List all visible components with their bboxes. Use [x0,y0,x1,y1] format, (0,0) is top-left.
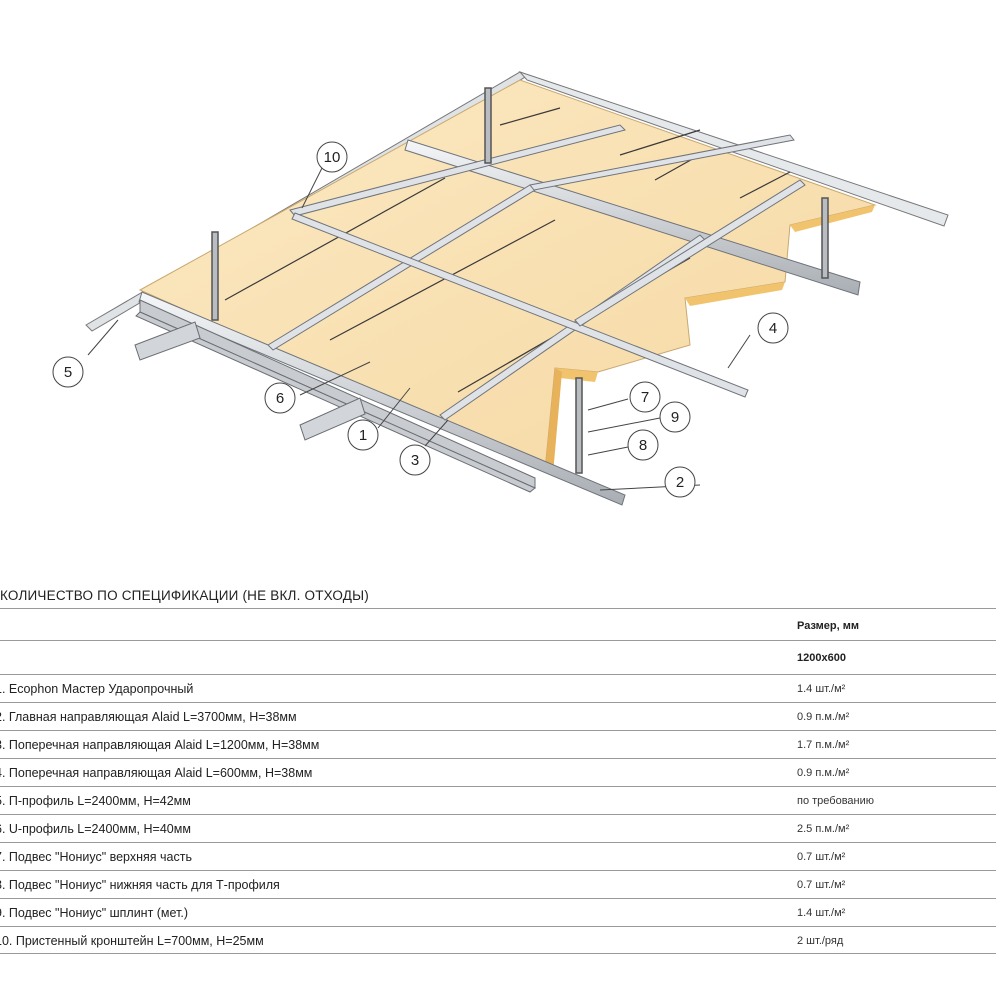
callout-5 [52,356,84,388]
item-name: 10. Пристенный кронштейн L=700мм, H=25мм [0,934,264,948]
item-quantity: 0.9 п.м./м² [797,767,850,779]
item-quantity: 1.7 п.м./м² [797,739,850,751]
item-quantity: 1.4 шт./м² [797,683,846,695]
callout-markers [52,141,789,498]
svg-text:1: 1 [359,427,367,444]
table-row: 8. Подвес "Нониус" нижняя часть для Т-пр… [0,870,996,898]
cross-tees [267,124,806,421]
svg-text:8: 8 [639,437,647,454]
item-name: 9. Подвес "Нониус" шплинт (мет.) [0,906,189,920]
table-row: 2. Главная направляющая Alaid L=3700мм, … [0,702,996,730]
main-runners [138,139,861,506]
table-row: 1. Ecophon Мастер Ударопрочный 1.4 шт./м² [0,674,996,702]
table-row: 3. Поперечная направляющая Alaid L=1200м… [0,730,996,758]
item-name: 6. U-профиль L=2400мм, H=40мм [0,822,191,836]
nonius-hangers [211,87,829,474]
svg-text:10: 10 [324,149,341,166]
table-row: 10. Пристенный кронштейн L=700мм, H=25мм… [0,926,996,954]
item-quantity: 0.9 п.м./м² [797,711,850,723]
item-name: 2. Главная направляющая Alaid L=3700мм, … [0,710,297,724]
table-row: 6. U-профиль L=2400мм, H=40мм 2.5 п.м./м² [0,814,996,842]
spec-header-row: Размер, мм [0,608,996,640]
item-name: 1. Ecophon Мастер Ударопрочный [0,682,194,696]
spec-size-row: 1200x600 [0,640,996,674]
p-profiles [134,321,366,441]
callout-7 [629,381,661,413]
svg-text:4: 4 [769,320,777,337]
ceiling-tiles [138,79,877,474]
item-quantity: 0.7 шт./м² [797,879,846,891]
svg-text:3: 3 [411,452,419,469]
callout-10 [316,141,348,173]
size-header: Размер, мм [797,620,859,632]
item-quantity: 1.4 шт./м² [797,907,846,919]
item-quantity: 2.5 п.м./м² [797,823,850,835]
item-name: 7. Подвес "Нониус" верхняя часть [0,850,192,864]
item-quantity: 0.7 шт./м² [797,851,846,863]
svg-text:2: 2 [676,474,684,491]
table-row: 9. Подвес "Нониус" шплинт (мет.) 1.4 шт./… [0,898,996,926]
spec-table: Размер, мм 1200x600 1. Ecophon Мастер Уд… [0,608,996,954]
table-row: 5. П-профиль L=2400мм, H=42мм по требован… [0,786,996,814]
callout-3 [399,444,431,476]
callout-9 [659,401,691,433]
svg-text:7: 7 [641,389,649,406]
svg-text:6: 6 [276,390,284,407]
svg-text:9: 9 [671,409,679,426]
callout-numbers: 1 2 3 4 5 6 7 8 9 10 [64,149,777,491]
item-name: 3. Поперечная направляющая Alaid L=1200м… [0,738,320,752]
callout-4 [757,312,789,344]
item-name: 4. Поперечная направляющая Alaid L=600мм… [0,766,313,780]
callout-1 [347,419,379,451]
spec-title: КОЛИЧЕСТВО ПО СПЕЦИФИКАЦИИ (НЕ ВКЛ. ОТХО… [0,588,369,603]
item-name: 5. П-профиль L=2400мм, H=42мм [0,794,191,808]
ceiling-system-diagram: 1 2 3 4 5 6 7 8 9 10 [52,70,949,506]
size-value: 1200x600 [797,652,846,664]
callout-2 [664,466,696,498]
item-name: 8. Подвес "Нониус" нижняя часть для Т-пр… [0,878,280,892]
item-quantity: по требованию [797,795,875,807]
u-profile [135,299,536,493]
table-row: 7. Подвес "Нониус" верхняя часть 0.7 шт./… [0,842,996,870]
callout-6 [264,382,296,414]
item-quantity: 2 шт./ряд [797,935,844,947]
svg-text:5: 5 [64,364,72,381]
table-row: 4. Поперечная направляющая Alaid L=600мм… [0,758,996,786]
callout-8 [627,429,659,461]
